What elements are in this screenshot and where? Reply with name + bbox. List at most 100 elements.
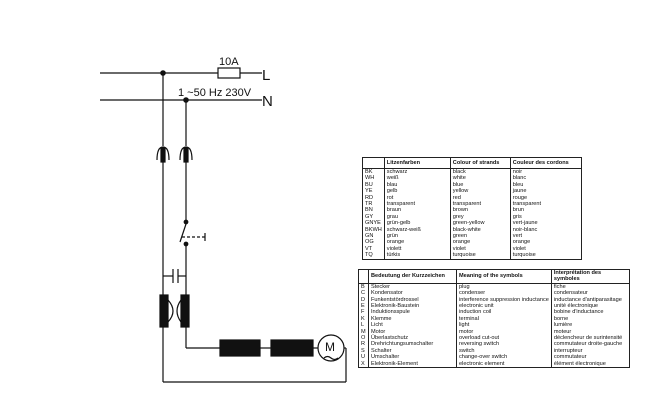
- table-cell: déclencheur de surintensité: [550, 335, 631, 342]
- field-coil-1: [219, 339, 261, 357]
- table-cell: türkis: [383, 252, 451, 260]
- plug-symbol: [156, 146, 193, 163]
- column-header: Couleur des cordons: [509, 157, 583, 169]
- table-cell: élément électronique: [550, 360, 631, 369]
- table-cell: plug: [456, 283, 552, 291]
- table-cell: Licht: [368, 322, 457, 329]
- fuse-label: 10A: [219, 56, 239, 68]
- table-cell: rouge: [509, 194, 583, 202]
- table-cell: bobine d'inductance: [550, 309, 631, 316]
- column-header: [358, 269, 369, 284]
- table-cell: lumière: [550, 322, 631, 329]
- column-header: Meaning of the symbols: [456, 269, 552, 284]
- table-cell: B: [358, 283, 369, 291]
- table-cell: violet: [509, 245, 583, 253]
- table-cell: borne: [550, 315, 631, 323]
- table-cell: jaune: [509, 188, 583, 195]
- field-coil-2: [270, 339, 314, 357]
- column-header: Interprétation des symboles: [550, 269, 631, 284]
- table-cell: inductance d'antiparasitage: [550, 296, 631, 304]
- column-header: Bedeutung der Kurzzeichen: [368, 269, 457, 284]
- supply-label: 1 ~50 Hz 230V: [178, 87, 252, 99]
- table-cell: Motor: [368, 328, 457, 336]
- table-cell: Klemme: [368, 315, 457, 323]
- table-cell: commutateur: [550, 354, 631, 361]
- table-cell: Drehrichtungsumschalter: [368, 341, 457, 348]
- table-cell: Kondensator: [368, 290, 457, 297]
- table-cell: orange: [509, 239, 583, 246]
- line-N-label: N: [262, 93, 273, 110]
- table-cell: condensateur: [550, 290, 631, 297]
- table-cell: fiche: [550, 283, 631, 291]
- table-cell: Elektronik-Baustein: [368, 303, 457, 310]
- motor-label: M: [325, 340, 335, 354]
- table-cell: noir-blanc: [509, 226, 583, 234]
- table-cell: transparent: [509, 201, 583, 208]
- table-cell: electronic element: [456, 360, 552, 369]
- fuse-symbol: [217, 67, 241, 79]
- table-cell: vert: [509, 233, 583, 240]
- table-cell: TQ: [362, 252, 385, 260]
- suppression-inductance: [159, 294, 190, 328]
- column-header: Colour of strands: [449, 157, 511, 169]
- table-cell: Elektronik-Element: [368, 360, 457, 369]
- column-header: Litzenfarben: [383, 157, 451, 169]
- capacitor-symbol: [163, 269, 186, 283]
- table-cell: Stecker: [368, 283, 457, 291]
- table-cell: turquoise: [509, 252, 583, 260]
- table-cell: Umschalter: [368, 354, 457, 361]
- column-header: [362, 157, 385, 169]
- switch-symbol: [179, 219, 206, 247]
- table-cell: bleu: [509, 181, 583, 189]
- table-cell: moteur: [550, 328, 631, 336]
- table-cell: Überlastschutz: [368, 335, 457, 342]
- table-cell: BK: [362, 168, 385, 176]
- line-L-label: L: [262, 67, 270, 84]
- table-cell: schwarz: [383, 168, 451, 176]
- table-cell: brun: [509, 207, 583, 214]
- table-cell: Funkentstördrossel: [368, 296, 457, 304]
- table-cell: turquoise: [449, 252, 511, 260]
- table-cell: interrupteur: [550, 347, 631, 355]
- table-cell: commutateur droite-gauche: [550, 341, 631, 348]
- table-cell: black: [449, 168, 511, 176]
- table-cell: blanc: [509, 175, 583, 182]
- table-cell: gris: [509, 213, 583, 221]
- table-cell: Induktionsspule: [368, 309, 457, 316]
- table-cell: vert-jaune: [509, 220, 583, 227]
- table-cell: X: [358, 360, 369, 369]
- table-cell: noir: [509, 168, 583, 176]
- table-cell: Schalter: [368, 347, 457, 355]
